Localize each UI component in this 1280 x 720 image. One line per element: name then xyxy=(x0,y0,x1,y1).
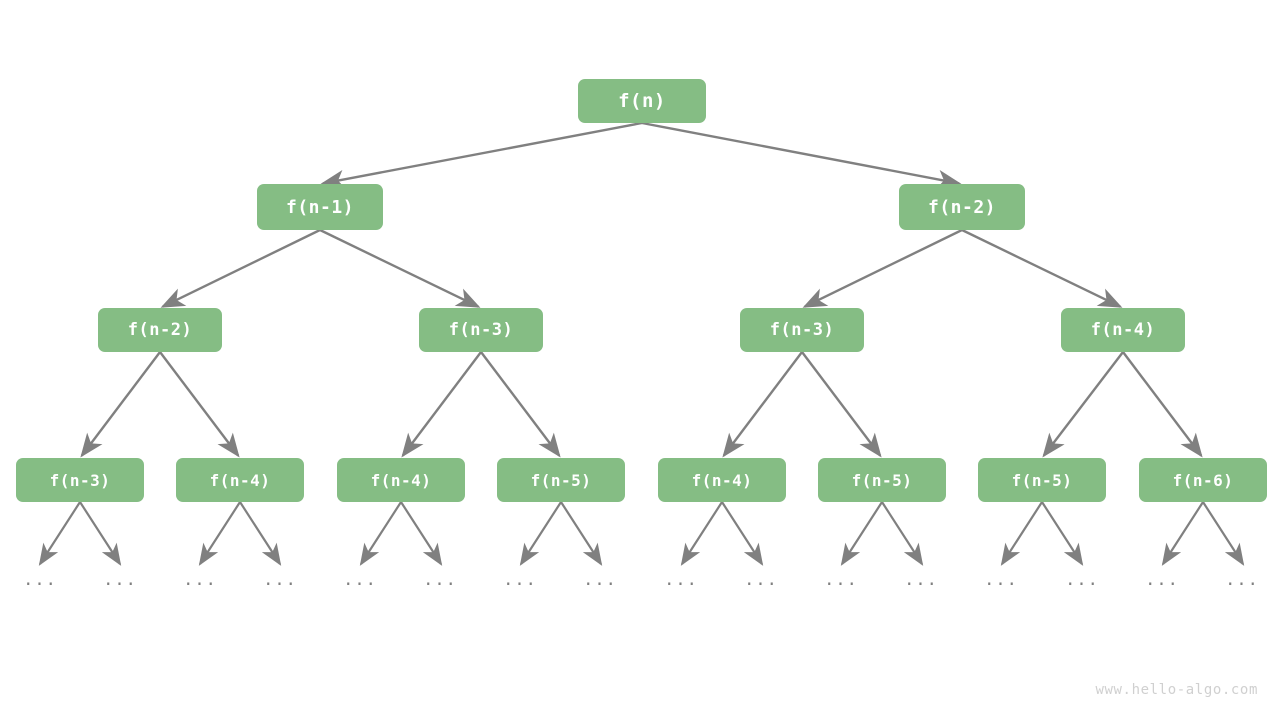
tree-edge xyxy=(320,121,643,189)
tree-edge xyxy=(160,228,321,308)
ellipsis-marker: ··· xyxy=(1145,574,1179,595)
tree-stub-edge xyxy=(1202,501,1245,566)
tree-node: f(n-3) xyxy=(16,458,144,502)
tree-node: f(n) xyxy=(578,79,706,123)
tree-edge xyxy=(722,351,803,458)
ellipsis-marker: ··· xyxy=(904,574,938,595)
tree-edge xyxy=(1122,351,1203,458)
tree-edge xyxy=(80,351,161,458)
tree-stub-edge xyxy=(519,501,562,566)
tree-edge xyxy=(319,228,481,308)
ellipsis-marker: ··· xyxy=(23,574,57,595)
ellipsis-marker: ··· xyxy=(183,574,217,595)
tree-node: f(n-5) xyxy=(818,458,946,502)
ellipsis-marker: ··· xyxy=(583,574,617,595)
tree-stub-edge xyxy=(560,501,603,566)
ellipsis-marker: ··· xyxy=(664,574,698,595)
ellipsis-marker: ··· xyxy=(103,574,137,595)
tree-stub-edge xyxy=(1041,501,1084,566)
ellipsis-marker: ··· xyxy=(744,574,778,595)
tree-node: f(n-3) xyxy=(419,308,543,352)
ellipsis-marker: ··· xyxy=(1065,574,1099,595)
ellipsis-marker: ··· xyxy=(1225,574,1259,595)
tree-node: f(n-4) xyxy=(1061,308,1185,352)
tree-node: f(n-4) xyxy=(337,458,465,502)
tree-node: f(n-5) xyxy=(978,458,1106,502)
tree-node: f(n-2) xyxy=(899,184,1025,230)
tree-edge xyxy=(159,351,240,458)
tree-stub-edge xyxy=(1161,501,1204,566)
tree-edge xyxy=(801,351,882,458)
tree-node: f(n-2) xyxy=(98,308,222,352)
tree-stub-edge xyxy=(721,501,764,566)
tree-edge xyxy=(641,121,962,189)
tree-stub-edge xyxy=(359,501,402,566)
tree-edge xyxy=(401,351,482,458)
tree-edges xyxy=(80,121,1203,458)
tree-stub-edge xyxy=(881,501,924,566)
tree-stub-edge xyxy=(400,501,443,566)
tree-edge xyxy=(961,228,1123,308)
tree-stub-edge xyxy=(840,501,883,566)
ellipsis-marker: ··· xyxy=(824,574,858,595)
tree-stub-edge xyxy=(239,501,282,566)
ellipsis-marker: ··· xyxy=(503,574,537,595)
tree-node: f(n-3) xyxy=(740,308,864,352)
tree-node: f(n-5) xyxy=(497,458,625,502)
tree-stub-edge xyxy=(680,501,723,566)
tree-stub-edges xyxy=(38,501,1245,566)
ellipsis-marker: ··· xyxy=(263,574,297,595)
tree-edge xyxy=(480,351,561,458)
tree-node: f(n-6) xyxy=(1139,458,1267,502)
tree-stub-edge xyxy=(198,501,241,566)
tree-node: f(n-4) xyxy=(176,458,304,502)
tree-node: f(n-4) xyxy=(658,458,786,502)
ellipsis-marker: ··· xyxy=(343,574,377,595)
tree-edge xyxy=(1042,351,1124,458)
tree-node: f(n-1) xyxy=(257,184,383,230)
tree-stub-edge xyxy=(38,501,81,566)
tree-edge xyxy=(802,228,963,308)
tree-stub-edge xyxy=(79,501,122,566)
tree-stub-edge xyxy=(1000,501,1043,566)
watermark: www.hello-algo.com xyxy=(1095,682,1258,698)
ellipsis-marker: ··· xyxy=(984,574,1018,595)
ellipsis-marker: ··· xyxy=(423,574,457,595)
